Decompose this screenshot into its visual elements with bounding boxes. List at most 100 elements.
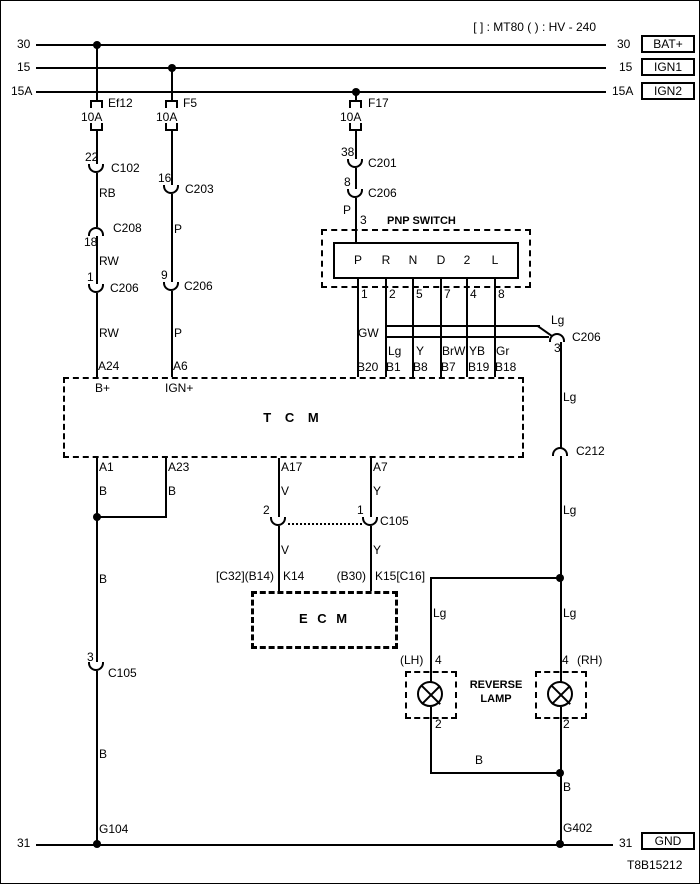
connector-c206-3-name: C206 xyxy=(572,330,601,344)
connector-c105-3-name: C105 xyxy=(108,666,137,680)
wire-color-lg: Lg xyxy=(563,503,577,517)
bus-30-label-left: 30 xyxy=(17,37,31,51)
fuse-f5-name: F5 xyxy=(183,96,198,110)
wire-color-y: Y xyxy=(373,543,382,557)
wire xyxy=(430,707,432,774)
wire xyxy=(96,516,167,518)
wire xyxy=(430,772,562,774)
connector-c206-8-name: C206 xyxy=(368,186,397,200)
fuse-f17-symbol xyxy=(349,100,362,108)
tcm-top-pin: B1 xyxy=(386,360,401,374)
connector-c206-9-name: C206 xyxy=(184,279,213,293)
fuse-f17-rating: 10A xyxy=(340,110,362,124)
ign1-tag: IGN1 xyxy=(641,58,695,76)
wire-color-lg: Lg xyxy=(433,606,447,620)
pnp-switch-inner-box xyxy=(333,242,519,279)
fuse-ef12-rating: 10A xyxy=(81,110,103,124)
tcm-top-pin: B19 xyxy=(468,360,490,374)
wire xyxy=(385,325,540,327)
fuse-f5-symbol xyxy=(165,123,178,131)
ecm-pin-alt-left: [C32](B14) xyxy=(215,569,274,583)
tcm-pin-a6: A6 xyxy=(173,359,188,373)
bus-15a-label-left: 15A xyxy=(11,84,33,98)
connector-c105-pin-2: 2 xyxy=(263,503,270,517)
wire-color-b: B xyxy=(475,753,484,767)
wire-color-p: P xyxy=(174,326,183,340)
ecm-pin-alt-right: (B30) xyxy=(336,569,366,583)
wire xyxy=(412,279,414,377)
connector-c206-9-icon xyxy=(163,282,179,291)
pnp-pin: 4 xyxy=(470,287,477,301)
pnp-terminal: L xyxy=(491,253,499,267)
pnp-switch-title: PNP SWITCH xyxy=(387,215,456,227)
wire-color-p: P xyxy=(343,203,352,217)
wire xyxy=(466,279,468,377)
lamp-rh-tag: (RH) xyxy=(577,653,603,667)
fuse-f5-symbol xyxy=(165,100,178,108)
wire-color-b: B xyxy=(99,747,108,761)
wire xyxy=(560,456,562,579)
wire xyxy=(96,293,98,377)
connector-c102-name: C102 xyxy=(111,161,140,175)
lamp-lh-pin-out: 2 xyxy=(435,717,442,731)
ecm-pin-k14: K14 xyxy=(283,569,305,583)
pnp-terminal: R xyxy=(381,253,391,267)
connector-c105-icon xyxy=(362,517,378,526)
connector-c105-name: C105 xyxy=(380,514,409,528)
variant-note: [ ] : MT80 ( ) : HV - 240 xyxy=(473,20,596,34)
wire-color-gr: Gr xyxy=(496,344,510,358)
wire xyxy=(440,279,442,377)
wire xyxy=(385,279,387,377)
wire xyxy=(165,458,167,518)
wire-color-gw: GW xyxy=(358,326,379,340)
wire-color-y: Y xyxy=(373,484,382,498)
connector-c105-link xyxy=(288,523,362,525)
wire-color-yb: YB xyxy=(469,344,486,358)
wire xyxy=(355,92,357,100)
connector-c201-pin: 38 xyxy=(341,145,355,159)
connector-c208-icon xyxy=(88,227,104,236)
tcm-pin-a17: A17 xyxy=(281,460,303,474)
bus-15a-line xyxy=(36,91,606,93)
connector-c105-3-icon xyxy=(88,662,104,671)
connector-c102-pin: 22 xyxy=(85,150,99,164)
wire-color-b: B xyxy=(563,780,572,794)
pnp-pin: 7 xyxy=(444,287,451,301)
wire-color-v: V xyxy=(281,484,290,498)
tcm-top-pin: B7 xyxy=(441,360,456,374)
wire-color-b: B xyxy=(99,484,108,498)
wire xyxy=(430,577,562,579)
connector-c105-3-pin: 3 xyxy=(87,650,94,664)
connector-c203-name: C203 xyxy=(185,182,214,196)
ecm-pin-k15: K15[C16] xyxy=(375,569,426,583)
connector-c105-icon xyxy=(270,517,286,526)
connector-c206-8-icon xyxy=(347,189,363,198)
connector-c201-icon xyxy=(347,159,363,168)
fuse-ef12-name: Ef12 xyxy=(108,96,133,110)
connector-c206-3-icon xyxy=(549,333,565,342)
tcm-top-pin: B18 xyxy=(495,360,517,374)
ign2-tag: IGN2 xyxy=(641,82,695,100)
connector-c206-3-pin: 3 xyxy=(554,341,561,355)
fuse-f17-symbol xyxy=(349,123,362,131)
wire xyxy=(560,342,562,448)
wire xyxy=(355,198,357,244)
wire-color-v: V xyxy=(281,543,290,557)
bus-30-line xyxy=(36,44,606,46)
pnp-feed-pin: 3 xyxy=(360,213,367,227)
pnp-pin: 2 xyxy=(389,287,396,301)
ground-g402-label: G402 xyxy=(563,821,593,835)
wire-color-lg: Lg xyxy=(551,313,565,327)
tcm-title: T C M xyxy=(263,410,324,425)
connector-c206-8-pin: 8 xyxy=(344,175,351,189)
wire-color-rb: RB xyxy=(99,186,116,200)
pnp-terminal: 2 xyxy=(463,253,471,267)
lamp-rh-pin-out: 2 xyxy=(563,717,570,731)
wire xyxy=(171,68,173,100)
wire xyxy=(96,45,98,100)
bus-15-label-left: 15 xyxy=(17,60,31,74)
bus-15-label-right: 15 xyxy=(619,60,633,74)
wire xyxy=(96,671,98,845)
connector-c208-name: C208 xyxy=(113,221,142,235)
wire-color-lg: Lg xyxy=(388,344,402,358)
